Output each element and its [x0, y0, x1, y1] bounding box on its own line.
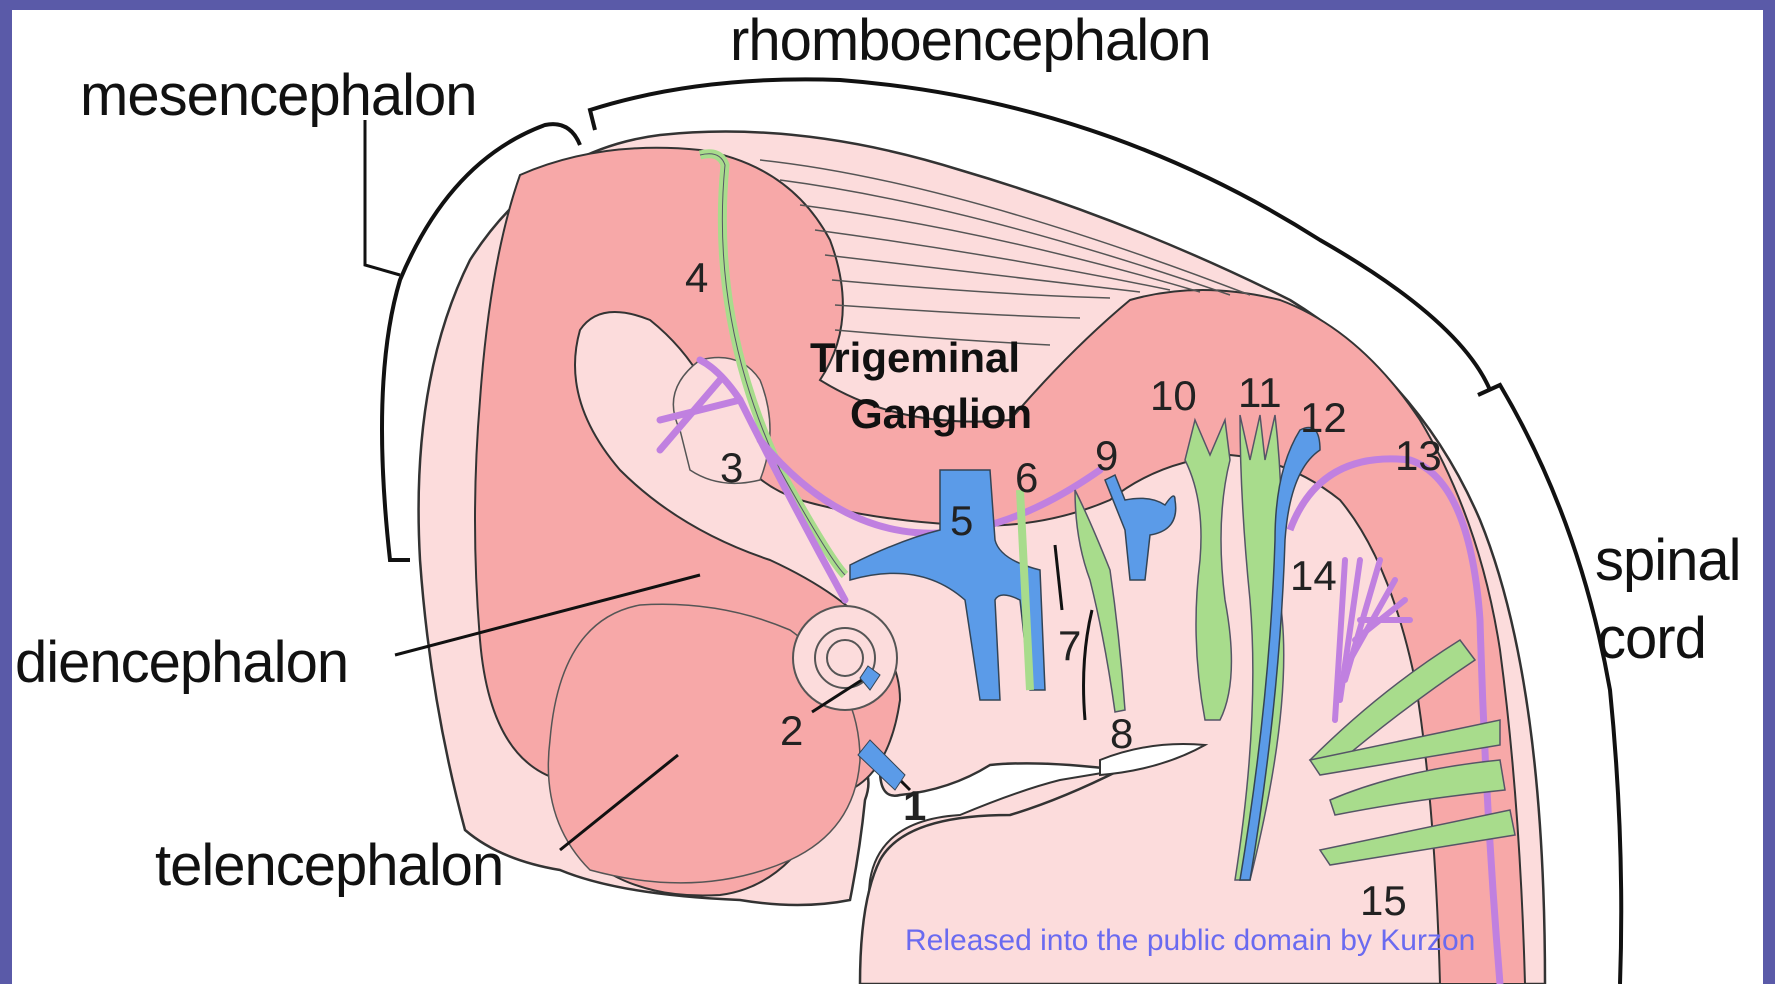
label-cord: cord [1597, 606, 1706, 671]
credit-text: Released into the public domain by Kurzo… [905, 924, 1475, 957]
label-ganglion: Ganglion [850, 390, 1032, 437]
nerve-number-7: 7 [1058, 622, 1081, 669]
nerve-number-6: 6 [1015, 454, 1038, 501]
nerve-number-2: 2 [780, 707, 803, 754]
nerve-number-5: 5 [950, 497, 973, 544]
label-trigeminal: Trigeminal [810, 334, 1020, 381]
nerve-number-14: 14 [1290, 552, 1337, 599]
label-mesencephalon: mesencephalon [80, 63, 477, 128]
label-telencephalon: telencephalon [155, 833, 503, 898]
nerve-number-15: 15 [1360, 877, 1407, 924]
nerve-number-11: 11 [1238, 369, 1282, 416]
nerve-number-13: 13 [1395, 432, 1442, 479]
label-spinal: spinal [1595, 528, 1741, 593]
nerve-number-8: 8 [1110, 710, 1133, 757]
nerve-number-1: 1 [903, 782, 926, 829]
nerve-number-4: 4 [685, 254, 708, 301]
label-diencephalon: diencephalon [15, 630, 348, 695]
eye [793, 606, 897, 710]
nerve-number-12: 12 [1300, 394, 1347, 441]
nerve-number-9: 9 [1095, 432, 1118, 479]
label-rhombencephalon: rhomboencephalon [730, 8, 1211, 73]
nerve-number-3: 3 [720, 444, 743, 491]
nerve-number-10: 10 [1150, 372, 1197, 419]
